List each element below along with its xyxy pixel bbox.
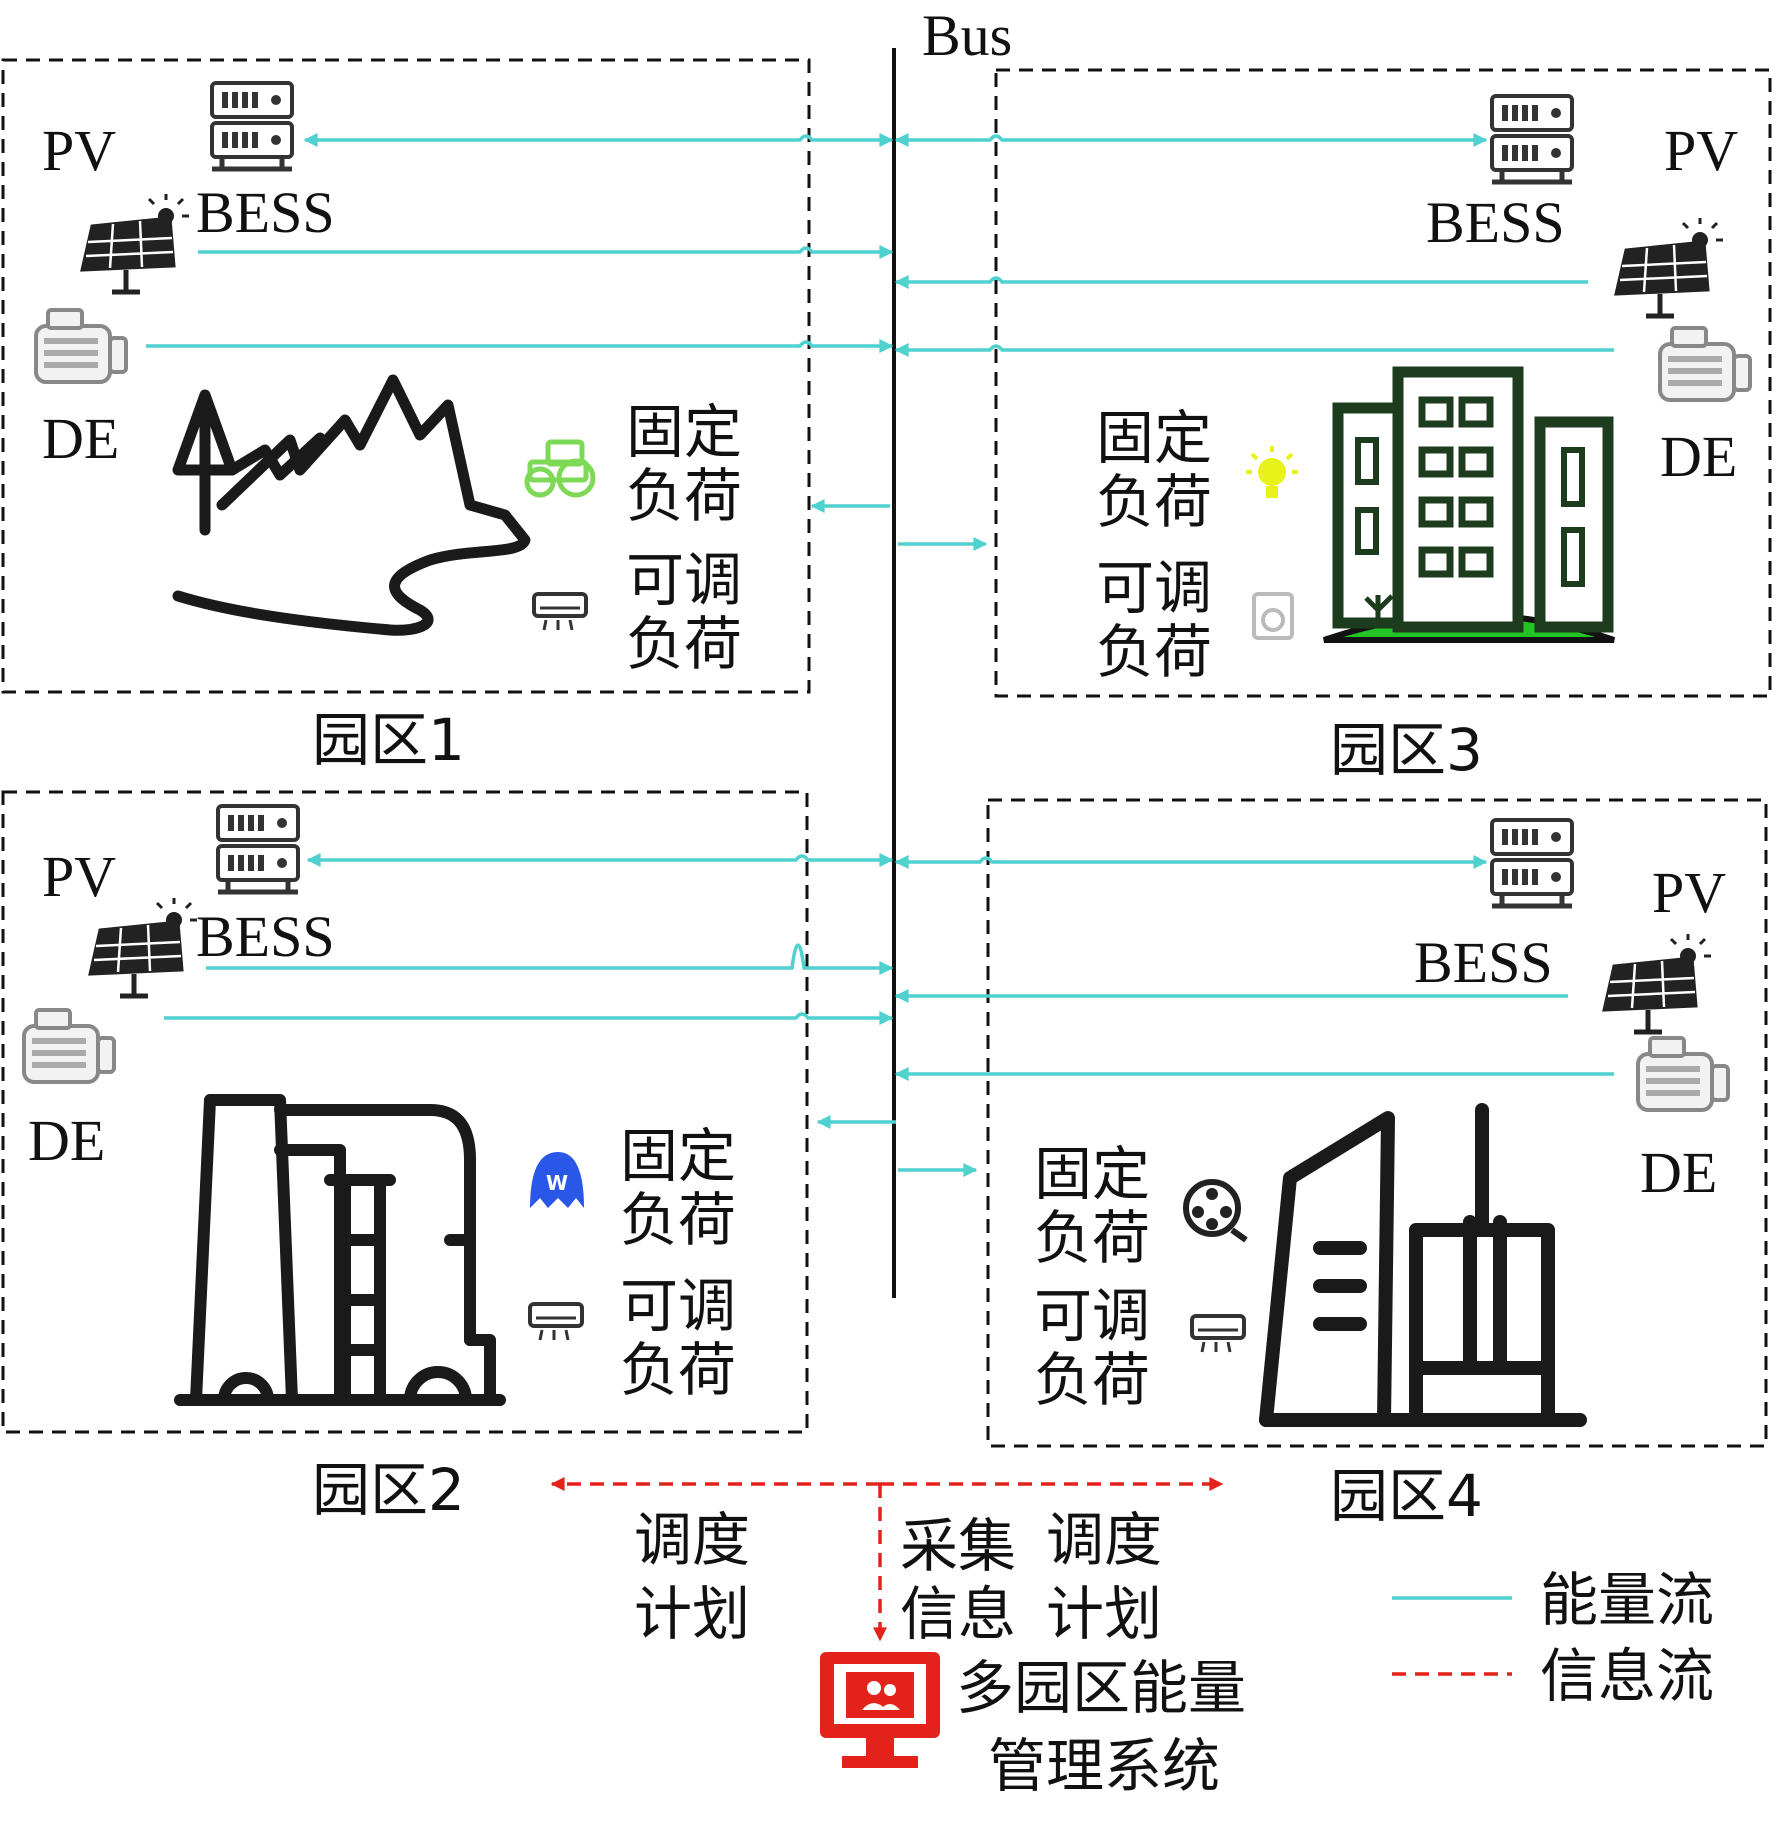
park-1: PV BESS DE 固定 负荷 可调 负荷 园区1 [34,83,742,774]
ems-title-line2: 管理系统 [988,1732,1220,1800]
adjustable-load-line2: 负荷 [626,610,742,678]
energy-flow-lines [146,133,1614,1177]
park-4: PV BESS DE 固定 负荷 可调 负荷 园区4 [1034,820,1730,1530]
fixed-load-line2: 负荷 [626,462,742,530]
bess-label: BESS [1426,190,1565,255]
adjustable-load-line2: 负荷 [620,1336,736,1404]
park-2: PV BESS DE W 固定 负荷 可调 负荷 园区2 [22,806,736,1524]
adjustable-load-line1: 可调 [620,1272,736,1340]
adjustable-load-line1: 可调 [626,546,742,614]
office-tower-icon [1259,1103,1587,1427]
air-conditioner-icon [528,1302,584,1342]
energy-flow-park2-de [164,1011,894,1025]
fixed-load-line1: 固定 [626,398,742,466]
pv-label: PV [42,118,116,183]
fixed-load-line1: 固定 [620,1122,736,1190]
fixed-load-line2: 负荷 [620,1186,736,1254]
park-1-box [1,58,811,694]
computer-monitor-user-icon [820,1652,940,1768]
solar-panel-icon [90,898,197,996]
info-flow-lines [550,1477,1224,1642]
robot-icon: W [530,1152,584,1208]
energy-flow-park2-bess [306,853,894,867]
energy-flow-park4-bess [894,855,1488,869]
park-name: 园区1 [312,706,465,774]
legend: 能量流 信息流 [1392,1566,1714,1710]
energy-flow-park3-bess [894,133,1488,147]
bus-label: Bus [922,3,1012,68]
fixed-load-line2: 负荷 [1096,468,1212,536]
collect-info-line2: 信息 [900,1580,1016,1648]
bess-label: BESS [196,904,335,969]
solar-panel-icon [1604,934,1711,1032]
energy-flow-park1-de [146,339,894,353]
film-reel-icon [1183,1179,1248,1243]
schedule-plan-left-line2: 计划 [634,1580,750,1648]
park-3-box [994,68,1772,698]
factory-icon [174,1094,506,1406]
legend-energy-label: 能量流 [1540,1566,1714,1634]
park-2-box [1,790,809,1434]
fixed-load-line1: 固定 [1034,1140,1150,1208]
pv-label: PV [42,844,116,909]
svg-text:W: W [546,1171,568,1195]
diesel-engine-icon [22,1008,116,1084]
park-name: 园区4 [1330,1462,1483,1530]
adjustable-load-line1: 可调 [1096,554,1212,622]
energy-flow-park3-de [894,343,1614,357]
de-label: DE [42,406,119,471]
bess-icon [218,806,298,892]
pv-label: PV [1652,860,1726,925]
washing-machine-icon [1252,592,1294,640]
de-label: DE [28,1108,105,1173]
light-bulb-icon [1246,446,1298,498]
mountain-forest-icon [172,374,531,636]
diesel-engine-icon [34,308,128,384]
adjustable-load-line2: 负荷 [1034,1346,1150,1414]
schedule-plan-right-line2: 计划 [1046,1580,1162,1648]
energy-flow-park1-pv [198,245,894,259]
diesel-engine-icon [1636,1036,1730,1112]
energy-flow-park3-pv [894,275,1588,289]
de-label: DE [1660,424,1737,489]
solar-panel-icon [1616,218,1723,316]
diesel-engine-icon [1658,326,1752,402]
air-conditioner-icon [532,592,588,632]
pv-label: PV [1664,118,1738,183]
adjustable-load-line1: 可调 [1034,1282,1150,1350]
fixed-load-line1: 固定 [1096,404,1212,472]
fixed-load-line2: 负荷 [1034,1204,1150,1272]
bess-icon [212,83,292,169]
schedule-plan-right-line1: 调度 [1046,1506,1162,1574]
bess-icon [1492,96,1572,182]
air-conditioner-icon [1190,1314,1246,1354]
park-3: PV BESS DE 固定 负荷 可调 负 [1096,96,1752,784]
ems-title-line1: 多园区能量 [956,1654,1246,1722]
energy-flow-park1-bess [303,133,894,147]
legend-info-label: 信息流 [1540,1642,1714,1710]
schedule-plan-left-line1: 调度 [634,1506,750,1574]
adjustable-load-line2: 负荷 [1096,618,1212,686]
collect-info-line1: 采集 [900,1512,1016,1580]
park-name: 园区2 [312,1456,465,1524]
tractor-icon [524,439,596,498]
de-label: DE [1640,1140,1717,1205]
park-name: 园区3 [1330,716,1483,784]
energy-flow-park2-pv [206,943,894,975]
solar-panel-icon [82,194,189,292]
bess-label: BESS [1414,930,1553,995]
bess-label: BESS [196,180,335,245]
apartment-building-icon [1323,366,1615,643]
bess-icon [1492,820,1572,906]
